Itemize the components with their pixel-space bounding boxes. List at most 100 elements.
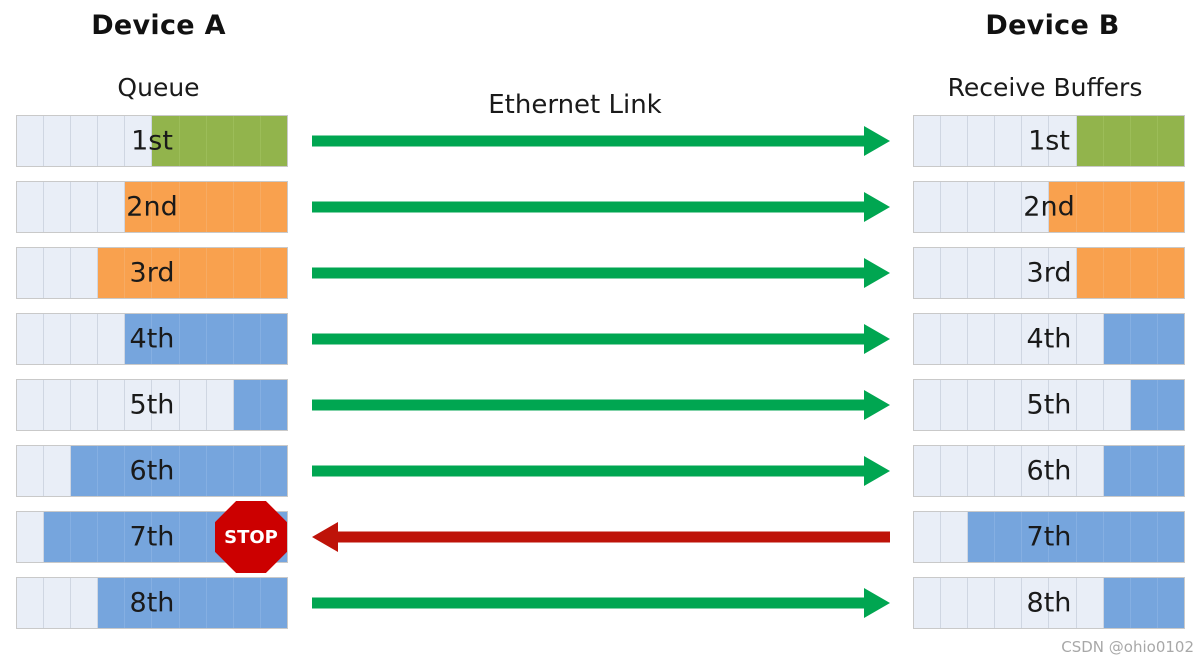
- queue-cell: [179, 578, 207, 628]
- buffer-row: 3rd: [913, 247, 1185, 299]
- link-arrow-right: [312, 388, 890, 422]
- queue-cell: [233, 446, 261, 496]
- buffer-cell: [914, 248, 942, 298]
- buffer-cell: [941, 116, 969, 166]
- buffer-row: 8th: [913, 577, 1185, 629]
- buffer-cell: [1130, 446, 1158, 496]
- queue-cell: [152, 578, 180, 628]
- queue-cell: [179, 512, 207, 562]
- queue-cell: [233, 248, 261, 298]
- queue-cell: [125, 578, 153, 628]
- buffer-cell: [995, 116, 1023, 166]
- link-arrow-right: [312, 586, 890, 620]
- buffer-cell: [1103, 248, 1131, 298]
- queue-cell: [17, 380, 45, 430]
- buffer-row: 6th: [913, 445, 1185, 497]
- queue-cell: [17, 578, 45, 628]
- buffer-cell: [1076, 512, 1104, 562]
- queue-cell: [71, 248, 99, 298]
- queue-cell: [44, 446, 72, 496]
- buffer-row-cells: [913, 181, 1185, 233]
- queue-cell: [206, 182, 234, 232]
- queue-row: 4th: [16, 313, 288, 365]
- buffer-row-cells: [913, 247, 1185, 299]
- queue-cell: [44, 578, 72, 628]
- queue-cell: [260, 248, 287, 298]
- buffer-cell: [1130, 578, 1158, 628]
- buffer-cell: [995, 512, 1023, 562]
- queue-row-cells: [16, 181, 288, 233]
- buffer-cell: [995, 578, 1023, 628]
- queue-cell: [233, 116, 261, 166]
- buffer-cell: [968, 116, 996, 166]
- queue-cell: [179, 248, 207, 298]
- queue-cell: [260, 116, 287, 166]
- queue-cell: [233, 314, 261, 364]
- buffer-cell: [1049, 512, 1077, 562]
- queue-cell: [206, 248, 234, 298]
- buffer-row: 4th: [913, 313, 1185, 365]
- link-arrow-left: [312, 520, 890, 554]
- buffer-row-cells: [913, 445, 1185, 497]
- buffer-cell: [1103, 446, 1131, 496]
- queue-cell: [206, 446, 234, 496]
- queue-cell: [152, 182, 180, 232]
- buffer-cell: [968, 380, 996, 430]
- queue-cell: [71, 446, 99, 496]
- buffer-cell: [968, 248, 996, 298]
- queue-cell: [44, 380, 72, 430]
- queue-cell: [17, 446, 45, 496]
- buffer-cell: [1157, 578, 1184, 628]
- buffer-cell: [1157, 314, 1184, 364]
- queue-cell: [260, 446, 287, 496]
- queue-row: 3rd: [16, 247, 288, 299]
- watermark: CSDN @ohio0102: [1061, 638, 1194, 656]
- queue-cell: [98, 116, 126, 166]
- queue-cell: [71, 512, 99, 562]
- buffer-cell: [1157, 380, 1184, 430]
- queue-cell: [44, 182, 72, 232]
- queue-cell: [152, 380, 180, 430]
- queue-cell: [125, 446, 153, 496]
- buffer-cell: [995, 182, 1023, 232]
- buffer-cell: [1157, 446, 1184, 496]
- buffer-cell: [1103, 380, 1131, 430]
- queue-row: 5th: [16, 379, 288, 431]
- queue-cell: [44, 116, 72, 166]
- buffer-cell: [1076, 116, 1104, 166]
- buffer-cell: [995, 446, 1023, 496]
- buffer-cell: [1022, 446, 1050, 496]
- queue-cell: [179, 314, 207, 364]
- queue-row: 1st: [16, 115, 288, 167]
- queue-row-cells: [16, 247, 288, 299]
- buffer-cell: [1049, 380, 1077, 430]
- buffer-cell: [1076, 182, 1104, 232]
- link-arrow-right: [312, 322, 890, 356]
- queue-row-cells: [16, 379, 288, 431]
- queue-cell: [98, 380, 126, 430]
- buffer-cell: [1022, 116, 1050, 166]
- buffer-cell: [914, 380, 942, 430]
- buffer-row-cells: [913, 115, 1185, 167]
- queue-row: 6th: [16, 445, 288, 497]
- queue-cell: [125, 182, 153, 232]
- buffer-row-cells: [913, 379, 1185, 431]
- buffer-cell: [1076, 380, 1104, 430]
- queue-row: 8th: [16, 577, 288, 629]
- stop-sign-icon: STOP: [215, 501, 287, 573]
- buffer-cell: [1022, 512, 1050, 562]
- queue-cell: [152, 248, 180, 298]
- buffer-cell: [968, 182, 996, 232]
- buffer-cell: [914, 116, 942, 166]
- queue-cell: [260, 578, 287, 628]
- buffer-cell: [1022, 314, 1050, 364]
- buffer-cell: [1049, 314, 1077, 364]
- buffer-cell: [1157, 182, 1184, 232]
- queue-row-cells: [16, 445, 288, 497]
- queue-cell: [17, 248, 45, 298]
- queue-cell: [233, 380, 261, 430]
- buffer-cell: [941, 182, 969, 232]
- buffer-cell: [941, 314, 969, 364]
- buffer-cell: [1049, 578, 1077, 628]
- queue-cell: [44, 512, 72, 562]
